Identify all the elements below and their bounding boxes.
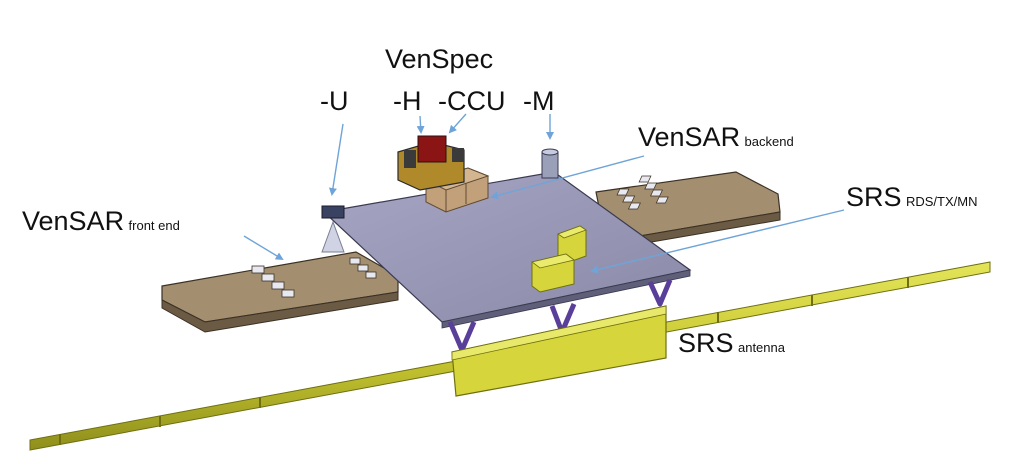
label-srs-rds: SRS RDS/TX/MN bbox=[846, 184, 977, 211]
arrow-backend bbox=[490, 155, 645, 200]
label-vensar-front-end-sub: front end bbox=[128, 218, 180, 233]
venspec-u-unit bbox=[321, 205, 345, 253]
srs-antenna-block bbox=[451, 305, 667, 397]
label-srs-antenna-main: SRS bbox=[678, 328, 734, 358]
label-srs-rds-main: SRS bbox=[846, 182, 902, 212]
vensar-front-end-panel bbox=[161, 251, 399, 333]
arrow-ccu bbox=[448, 113, 467, 134]
pointer-arrows bbox=[243, 113, 845, 274]
label-srs-rds-sub: RDS/TX/MN bbox=[905, 194, 978, 209]
label-vensar-front-end: VenSAR front end bbox=[22, 208, 180, 235]
venspec-m-unit bbox=[541, 148, 559, 179]
label-venspec: VenSpec bbox=[385, 44, 494, 74]
label-srs-antenna: SRS antenna bbox=[678, 330, 785, 357]
label-vensar-backend-main: VenSAR bbox=[638, 122, 741, 152]
label-venspec-u: -U bbox=[320, 86, 349, 116]
label-vensar-backend-sub: backend bbox=[744, 134, 794, 149]
label-vensar-front-end-main: VenSAR bbox=[22, 206, 125, 236]
label-srs-antenna-sub: antenna bbox=[737, 340, 785, 355]
arrow-u bbox=[328, 123, 344, 196]
arrow-frontend bbox=[243, 235, 284, 261]
label-vensar-backend: VenSAR backend bbox=[638, 124, 794, 151]
venspec-instrument bbox=[397, 135, 465, 191]
srs-rds-boxes bbox=[531, 225, 587, 293]
label-venspec-ccu: -CCU bbox=[438, 86, 506, 116]
arrow-srs-rds bbox=[590, 209, 845, 274]
arrow-h bbox=[416, 115, 425, 134]
label-venspec-m: -M bbox=[523, 86, 555, 116]
label-venspec-h: -H bbox=[393, 86, 422, 116]
